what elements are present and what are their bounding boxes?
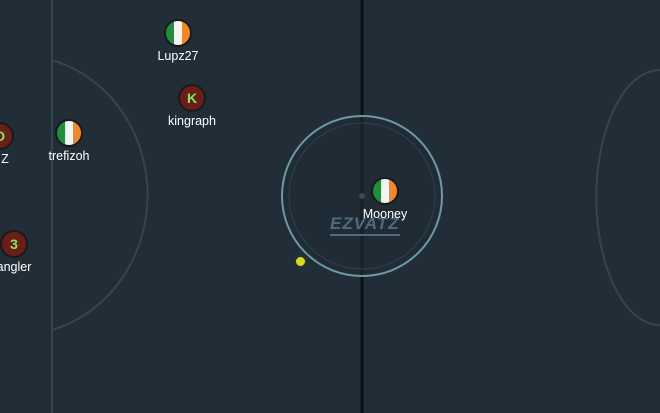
player-kingraph[interactable]: K kingraph [162, 84, 222, 128]
player-name: angler [0, 260, 32, 274]
player-angler[interactable]: 3 angler [0, 230, 44, 274]
player-token[interactable] [55, 119, 83, 147]
player-token[interactable]: K [178, 84, 206, 112]
player-mooney[interactable]: Mooney [355, 177, 415, 221]
player-token[interactable] [371, 177, 399, 205]
player-name: Z [1, 152, 9, 166]
ball [295, 256, 306, 267]
player-name: kingraph [168, 114, 216, 128]
watermark-logo: EZVATZ [330, 214, 400, 236]
player-trefizoh[interactable]: trefizoh [39, 119, 99, 163]
player-token[interactable]: D [0, 122, 14, 150]
player-name: Lupz27 [157, 49, 199, 63]
player-lupz27[interactable]: Lupz27 [148, 19, 208, 63]
player-name: Mooney [362, 207, 408, 221]
player-token[interactable]: 3 [0, 230, 28, 258]
player-token[interactable] [164, 19, 192, 47]
player-name: trefizoh [48, 149, 90, 163]
player-partial-z[interactable]: D Z [0, 122, 30, 166]
